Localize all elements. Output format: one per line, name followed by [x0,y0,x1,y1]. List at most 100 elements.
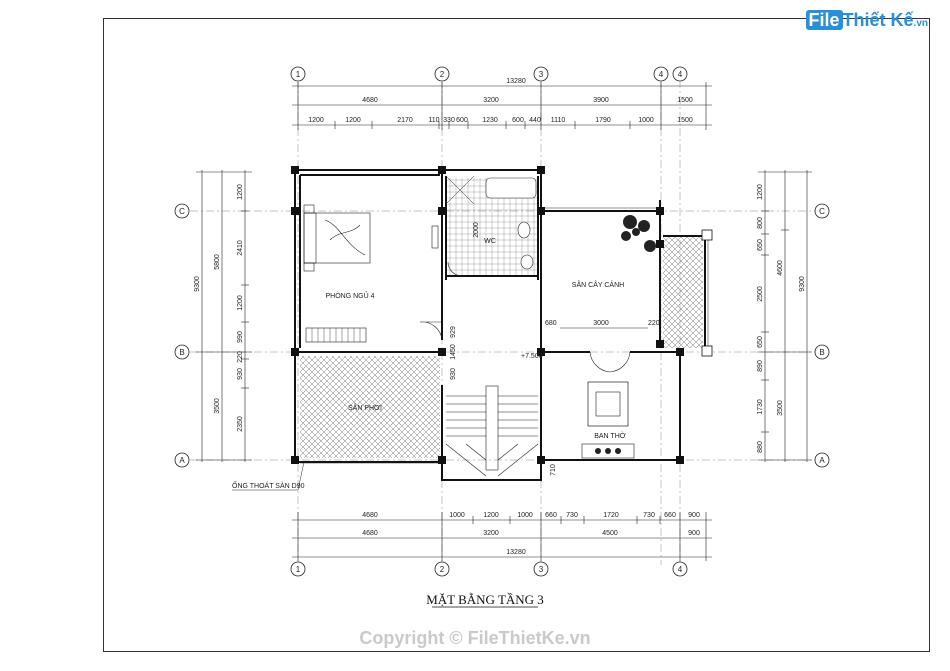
altar-door[interactable] [589,351,631,373]
note-1450: 1450 [450,344,457,360]
room-label-altar: BAN THỜ [594,431,626,440]
bathtub [485,177,537,199]
bedroom-door[interactable] [419,321,443,341]
right-dimension-lines [758,170,812,462]
dim-bot-r1-5: 730 [566,512,578,519]
top-dimension-lines [292,82,712,130]
grid-label-left-c: C [179,207,185,216]
dim-left-in-5: 930 [237,368,244,380]
grid-label-top-3: 3 [539,70,544,79]
dim-left-outer: 9300 [194,276,201,292]
room-label-drying: SÂN PHƠI [348,403,382,412]
note-3000: 3000 [593,320,609,327]
railings [300,207,709,464]
altar-inner [595,391,621,417]
dim-right-in-7: 880 [757,441,764,453]
dim-top-r3-5: 600 [456,117,468,124]
room-label-bedroom: PHÒNG NGỦ 4 [325,291,374,300]
level-mark: +7.500 [521,353,543,360]
dim-right-outer: 9300 [799,276,806,292]
dim-bot-r2-2: 4500 [602,530,618,537]
shaft [445,175,475,205]
grid-label-top-4b: 4 [678,70,683,79]
columns [291,166,684,464]
logo-text: Thiết Kế [842,10,914,30]
staircase [445,385,539,477]
dim-right-in-6: 1730 [757,399,764,415]
altar-cabinet [581,443,635,459]
dim-bot-r1-6: 1720 [603,512,619,519]
grid-label-right-a: A [819,456,825,465]
dim-bot-r1-8: 660 [664,512,676,519]
bed [303,204,371,272]
dim-left-in-0: 1200 [237,184,244,200]
grid-label-top-2: 2 [440,70,445,79]
dim-top-r2-3: 1500 [677,97,693,104]
dim-bot-r1-3: 1000 [517,512,533,519]
dim-bot-r1-2: 1200 [483,512,499,519]
dim-bot-r1-4: 660 [545,512,557,519]
grid-label-top-1: 1 [296,70,301,79]
dim-right-in-1: 800 [757,217,764,229]
altar-items [595,448,621,454]
note-2000: 2000 [473,222,480,238]
drying-yard-floor [300,356,440,458]
dim-right-in-0: 1200 [757,184,764,200]
dim-left-in-4: 220 [237,351,244,363]
drawing-title: MẶT BẰNG TẦNG 3 [426,592,544,607]
dim-top-r3-11: 1000 [638,117,654,124]
left-dimension-lines [196,170,252,462]
grid-lines [190,80,815,565]
note-220: 220 [648,320,660,327]
dim-bot-r1-9: 900 [688,512,700,519]
grid-label-right-c: C [819,207,825,216]
grid-label-bottom-3: 3 [539,565,544,574]
balcony-posts [701,229,713,357]
drain-leader [297,461,305,491]
dim-right-in-2: 650 [757,239,764,251]
dim-bot-total: 13280 [506,549,526,556]
balcony-floor [663,236,703,348]
grid-label-top-4a: 4 [659,70,664,79]
dim-top-r2-2: 3900 [593,97,609,104]
drawing-frame [103,18,930,652]
dim-top-r2-1: 3200 [483,97,499,104]
dim-top-r3-2: 2170 [397,117,413,124]
dim-bot-r2-0: 4680 [362,530,378,537]
copyright-watermark: Copyright © FileThietKe.vn [359,628,591,648]
room-label-wc: WC [484,238,496,245]
dim-left-in-6: 2350 [237,416,244,432]
grid-bubbles [174,66,830,577]
wardrobe-lines [311,328,361,342]
altar-table [587,381,629,427]
dim-left-in-1: 2410 [237,240,244,256]
dim-bot-r1-0: 4680 [362,512,378,519]
dim-bot-r1-7: 730 [643,512,655,519]
dim-top-r3-0: 1200 [308,117,324,124]
grid-label-left-b: B [179,348,184,357]
dim-top-r3-7: 600 [512,117,524,124]
note-680: 680 [545,320,557,327]
grid-label-bottom-2: 2 [440,565,445,574]
grid-label-left-a: A [179,456,185,465]
dim-bot-r2-1: 3200 [483,530,499,537]
dim-top-r3-8: 440 [529,117,541,124]
garden-plants [621,215,656,252]
drain-note: ỐNG THOÁT SÀN D90 [232,480,305,490]
grid-label-bottom-4: 4 [678,565,683,574]
dim-left-in-2: 1200 [237,295,244,311]
dim-bot-r1-1: 1000 [449,512,465,519]
dim-right-mid-1: 3500 [777,400,784,416]
dim-left-in-3: 990 [237,331,244,343]
dim-left-mid-0: 5800 [214,254,221,270]
note-710: 710 [550,464,557,476]
room-label-garden: SÂN CÂY CẢNH [572,280,624,289]
wc-door[interactable] [447,261,463,277]
dim-top-r3-6: 1230 [482,117,498,124]
dim-top-r3-1: 1200 [345,117,361,124]
grid-label-bottom-1: 1 [296,565,301,574]
dim-right-in-4: 650 [757,336,764,348]
desk [431,225,439,249]
